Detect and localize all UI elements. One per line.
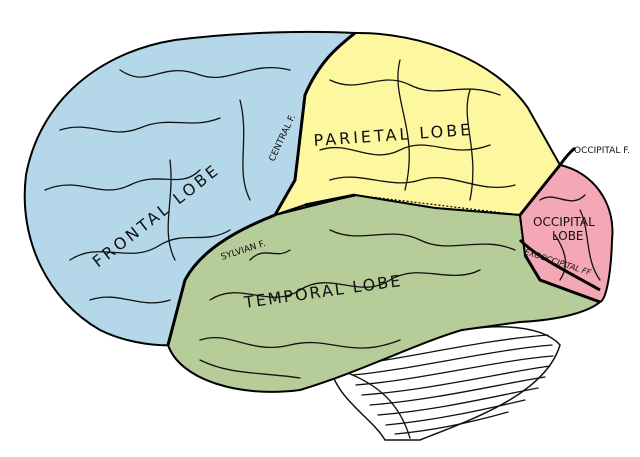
- occipital-fissure-label: OCCIPITAL F.: [574, 146, 630, 156]
- occipital-lobe: [518, 163, 614, 304]
- occipital-lobe-label-line1: OCCIPITAL: [533, 215, 595, 229]
- fissure-borders: [166, 31, 601, 346]
- occipital-lobe-label-line2: LOBE: [552, 229, 584, 243]
- gyri-lines: [44, 59, 601, 379]
